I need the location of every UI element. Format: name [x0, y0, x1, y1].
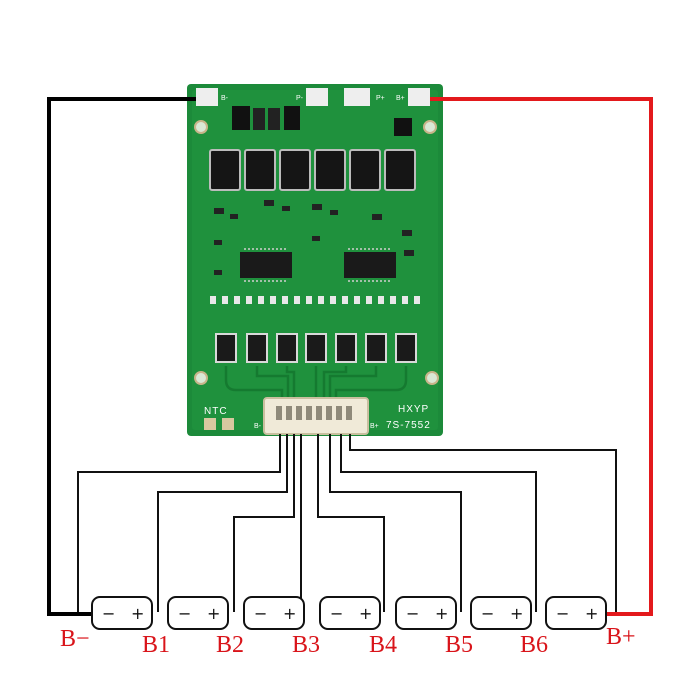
- silk-conn-b-plus: B+: [370, 423, 379, 430]
- cell-minus-sign: −: [556, 604, 569, 623]
- label-b-plus: B+: [606, 624, 636, 650]
- balance-resistor: [365, 333, 387, 363]
- label-b4: B4: [369, 632, 397, 658]
- silk-b-plus: B+: [396, 95, 405, 102]
- silk-brand: HXYP: [398, 404, 429, 415]
- balance-resistor: [305, 333, 327, 363]
- cell-4: − +: [319, 596, 381, 630]
- b-minus-pad: [196, 88, 218, 106]
- cell-minus-sign: −: [481, 604, 494, 623]
- cell-string: − + − + − + − + − + − + −: [91, 596, 607, 630]
- balance-wire-b4: [317, 434, 385, 612]
- mosfet: [349, 149, 381, 191]
- mosfet: [209, 149, 241, 191]
- balance-resistor: [276, 333, 298, 363]
- top-resistor: [268, 108, 280, 130]
- silk-p-minus: P-: [296, 95, 304, 102]
- label-b3: B3: [292, 632, 320, 658]
- cell-minus-sign: −: [330, 604, 343, 623]
- cell-3: − +: [243, 596, 305, 630]
- top-resistor: [232, 106, 250, 130]
- p-minus-pad: [306, 88, 328, 106]
- balance-wire-b1: [157, 434, 288, 612]
- balance-resistor: [395, 333, 417, 363]
- mosfet: [384, 149, 416, 191]
- ntc-pad: [222, 418, 234, 430]
- balance-wire-b6: [340, 434, 537, 612]
- ntc-pad: [204, 418, 216, 430]
- top-resistor: [253, 108, 265, 130]
- p-plus-pad: [344, 88, 370, 106]
- cell-minus-sign: −: [178, 604, 191, 623]
- mounting-hole: [425, 371, 439, 385]
- bms-board: B- P- P+ B+: [187, 84, 443, 436]
- cell-plus-sign: +: [131, 604, 144, 623]
- ic-pins: [244, 248, 392, 282]
- label-b6: B6: [520, 632, 548, 658]
- cell-plus-sign: +: [283, 604, 296, 623]
- top-ic: [394, 118, 412, 136]
- cap-row: [210, 296, 420, 304]
- mosfet: [314, 149, 346, 191]
- connector-pins: [276, 406, 352, 420]
- mounting-hole: [194, 120, 208, 134]
- main-positive-wire: [430, 97, 653, 616]
- balance-resistors: [215, 333, 417, 363]
- balance-wire-b5: [329, 434, 462, 612]
- label-b5: B5: [445, 632, 473, 658]
- cell-minus-sign: −: [102, 604, 115, 623]
- balance-wire-b2: [233, 434, 295, 612]
- label-b-minus: B−: [60, 626, 90, 652]
- top-resistor: [284, 106, 300, 130]
- cell-plus-sign: +: [510, 604, 523, 623]
- mosfet-row: [209, 149, 416, 191]
- balance-wire-b-plus: [349, 434, 617, 612]
- mosfet: [244, 149, 276, 191]
- cell-7: − +: [545, 596, 607, 630]
- mounting-hole: [423, 120, 437, 134]
- cell-6: − +: [470, 596, 532, 630]
- silk-p-plus: P+: [376, 95, 385, 102]
- silk-model: 7S-7552: [386, 420, 431, 431]
- cell-plus-sign: +: [435, 604, 448, 623]
- balance-resistor: [215, 333, 237, 363]
- silk-ntc: NTC: [204, 406, 228, 417]
- pcb-traces: [224, 366, 408, 398]
- b-plus-pad: [408, 88, 430, 106]
- afe-ic-right: [344, 252, 396, 278]
- cell-minus-sign: −: [254, 604, 267, 623]
- balance-resistor: [246, 333, 268, 363]
- silk-b-minus: B-: [221, 95, 229, 102]
- afe-ic-left: [240, 252, 292, 278]
- cell-1: − +: [91, 596, 153, 630]
- smd-components: [214, 200, 414, 275]
- balance-wires: [77, 434, 617, 612]
- mosfet: [279, 149, 311, 191]
- cell-2: − +: [167, 596, 229, 630]
- node-labels: B− B1 B2 B3 B4 B5 B6 B+: [60, 624, 636, 658]
- cell-plus-sign: +: [359, 604, 372, 623]
- balance-wire-b-minus: [77, 434, 281, 612]
- cell-plus-sign: +: [207, 604, 220, 623]
- balance-resistor: [335, 333, 357, 363]
- label-b1: B1: [142, 632, 170, 658]
- silk-conn-b-minus: B-: [254, 423, 262, 430]
- main-negative-wire: [47, 97, 196, 616]
- cell-plus-sign: +: [585, 604, 598, 623]
- cell-minus-sign: −: [406, 604, 419, 623]
- cell-5: − +: [395, 596, 457, 630]
- label-b2: B2: [216, 632, 244, 658]
- mounting-hole: [194, 371, 208, 385]
